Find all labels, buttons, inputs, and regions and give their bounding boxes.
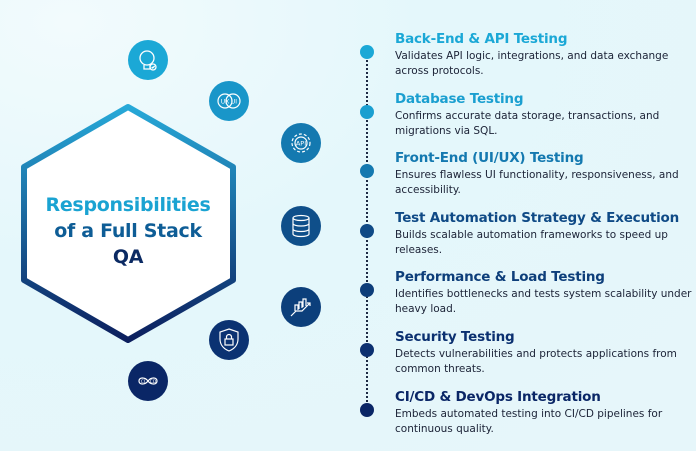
ci-cd-icon: CI CD xyxy=(128,361,168,401)
item-title: Front-End (UI/UX) Testing xyxy=(395,150,584,167)
svg-text:UI: UI xyxy=(231,99,237,106)
item-description: Identifies bottlenecks and tests system … xyxy=(395,288,692,316)
growth-chart-icon xyxy=(281,287,321,327)
title-line-1: Responsibilities xyxy=(45,194,211,216)
puzzle-bulb-icon xyxy=(128,40,168,80)
timeline-dot xyxy=(360,402,374,417)
svg-text:CD: CD xyxy=(150,379,157,385)
item-title: Back-End & API Testing xyxy=(395,31,568,47)
item-description: Embeds automated testing into CI/CD pipe… xyxy=(395,407,663,435)
item-title: Security Testing xyxy=(395,329,515,345)
title-line-3: QA xyxy=(112,246,144,268)
item-description: Validates API logic, integrations, and d… xyxy=(395,50,669,77)
svg-text:CI: CI xyxy=(141,379,145,385)
timeline-dot xyxy=(360,223,374,238)
timeline-dot xyxy=(360,343,374,357)
timeline-dot xyxy=(360,164,374,179)
item-title: Database Testing xyxy=(395,90,524,107)
timeline-dot xyxy=(360,104,374,119)
main-title: Responsibilities of a Full Stack QA xyxy=(18,192,238,270)
item-description: Detects vulnerabilities and protects app… xyxy=(395,348,677,375)
api-gear-icon: API xyxy=(281,123,321,163)
svg-text:UX: UX xyxy=(221,99,230,106)
item-title: CI/CD & DevOps Integration xyxy=(395,388,601,405)
item-description: Builds scalable automation frameworks to… xyxy=(395,228,668,256)
timeline-dot xyxy=(360,45,374,59)
database-icon xyxy=(281,206,321,246)
svg-text:API: API xyxy=(296,140,306,148)
hexagon-frame xyxy=(21,104,236,343)
item-description: Confirms accurate data storage, transact… xyxy=(395,109,660,137)
title-line-2: of a Full Stack xyxy=(54,220,202,242)
timeline-dot xyxy=(360,283,374,298)
item-title: Performance & Load Testing xyxy=(395,269,605,286)
item-title: Test Automation Strategy & Execution xyxy=(395,209,680,226)
item-description: Ensures flawless UI functionality, respo… xyxy=(395,169,679,197)
security-shield-icon xyxy=(209,320,249,360)
